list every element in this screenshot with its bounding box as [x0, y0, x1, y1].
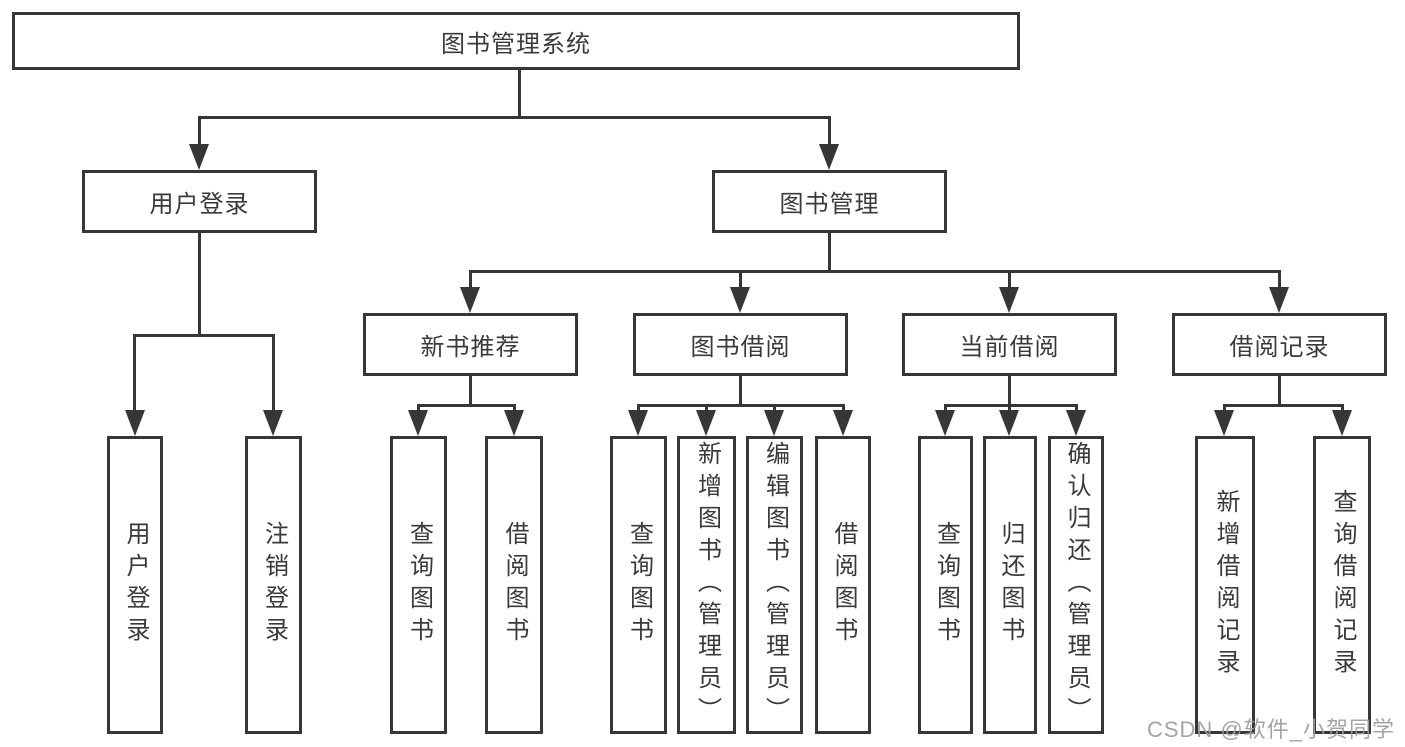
leaf-add-book-admin-label: 新增图书（管理员）: [693, 441, 721, 729]
node-borrow-record: 借阅记录: [1172, 313, 1387, 376]
arrow-down-icon: [628, 410, 648, 436]
node-new-book-recommend-label: 新书推荐: [420, 334, 521, 361]
leaf-return-book-label: 归还图书: [997, 521, 1024, 649]
arrow-down-icon: [1332, 410, 1352, 436]
leaf-add-borrow-record-label: 新增借阅记录: [1212, 489, 1239, 681]
leaf-borrow-book-label: 借阅图书: [830, 521, 857, 649]
leaf-query-book-recommend-label: 查询图书: [405, 521, 433, 649]
node-current-borrow: 当前借阅: [902, 313, 1117, 376]
leaf-confirm-return-admin: 确认归还（管理员）: [1048, 436, 1104, 734]
connector-userlogin-stem: [198, 233, 201, 337]
connector-userlogin-split: [133, 334, 275, 337]
connector-currentborrow-split: [944, 404, 1078, 407]
arrow-down-icon: [460, 287, 480, 313]
leaf-add-book-admin: 新增图书（管理员）: [677, 436, 736, 734]
connector-bookborrow-stem: [739, 376, 742, 407]
connector-arrow-stem: [739, 271, 742, 293]
arrow-down-icon: [1269, 287, 1289, 313]
connector-newbook-split: [417, 404, 516, 407]
arrow-down-icon: [696, 410, 716, 436]
arrow-down-icon: [189, 144, 209, 170]
connector-arrow-stem: [469, 271, 472, 293]
arrow-down-icon: [504, 410, 524, 436]
node-book-borrow: 图书借阅: [633, 313, 848, 376]
connector-arrow-stem: [828, 117, 831, 149]
arrow-down-icon: [999, 410, 1019, 436]
connector-arrow-stem: [1008, 271, 1011, 293]
leaf-logout-label: 注销登录: [260, 521, 288, 649]
connector-level3-split: [469, 270, 1281, 273]
leaf-user-login-label: 用户登录: [122, 521, 149, 649]
leaf-logout: 注销登录: [245, 436, 302, 734]
node-borrow-record-label: 借阅记录: [1229, 334, 1330, 361]
arrow-down-icon: [730, 287, 750, 313]
node-root: 图书管理系统: [12, 12, 1020, 70]
arrow-down-icon: [819, 144, 839, 170]
connector-newbook-stem: [469, 376, 472, 407]
arrow-down-icon: [408, 410, 428, 436]
leaf-query-book-borrow: 查询图书: [610, 436, 667, 734]
connector-borrowrecord-split: [1223, 404, 1344, 407]
leaf-query-book-borrow-label: 查询图书: [625, 521, 653, 649]
arrow-down-icon: [999, 287, 1019, 313]
connector-bookborrow-split: [637, 404, 845, 407]
connector-bookmgmt-stem: [828, 233, 831, 273]
arrow-down-icon: [263, 410, 283, 436]
node-user-login-label: 用户登录: [149, 191, 250, 218]
arrow-down-icon: [764, 410, 784, 436]
leaf-borrow-book-recommend-label: 借阅图书: [501, 521, 528, 649]
node-current-borrow-label: 当前借阅: [959, 334, 1060, 361]
leaf-return-book: 归还图书: [983, 436, 1037, 734]
node-book-borrow-label: 图书借阅: [690, 334, 791, 361]
leaf-query-current-borrow: 查询图书: [918, 436, 973, 734]
leaf-borrow-book-recommend: 借阅图书: [485, 436, 543, 734]
node-new-book-recommend: 新书推荐: [363, 313, 578, 376]
connector-arrow-stem: [272, 335, 275, 415]
leaf-edit-book-admin: 编辑图书（管理员）: [746, 436, 803, 734]
arrow-down-icon: [125, 410, 145, 436]
leaf-user-login: 用户登录: [107, 436, 163, 734]
connector-root-stem: [518, 70, 521, 119]
leaf-query-book-recommend: 查询图书: [390, 436, 447, 734]
arrow-down-icon: [1066, 410, 1086, 436]
leaf-confirm-return-admin-label: 确认归还（管理员）: [1063, 441, 1090, 729]
leaf-query-borrow-record-label: 查询借阅记录: [1329, 489, 1356, 681]
connector-arrow-stem: [133, 335, 136, 415]
csdn-watermark: CSDN @软件_小贺同学: [1146, 717, 1395, 742]
arrow-down-icon: [935, 410, 955, 436]
leaf-edit-book-admin-label: 编辑图书（管理员）: [761, 441, 789, 729]
connector-arrow-stem: [1278, 271, 1281, 293]
connector-borrowrecord-stem: [1278, 376, 1281, 407]
arrow-down-icon: [1214, 410, 1234, 436]
leaf-add-borrow-record: 新增借阅记录: [1195, 436, 1255, 734]
connector-currentborrow-stem: [1008, 376, 1011, 407]
connector-arrow-stem: [198, 117, 201, 149]
leaf-query-borrow-record: 查询借阅记录: [1313, 436, 1371, 734]
leaf-borrow-book: 借阅图书: [815, 436, 871, 734]
leaf-query-current-borrow-label: 查询图书: [932, 521, 960, 649]
node-book-management: 图书管理: [712, 170, 947, 233]
node-book-management-label: 图书管理: [779, 191, 880, 218]
arrow-down-icon: [833, 410, 853, 436]
connector-root-split: [198, 116, 831, 119]
node-root-label: 图书管理系统: [441, 30, 591, 58]
node-user-login: 用户登录: [82, 170, 317, 233]
